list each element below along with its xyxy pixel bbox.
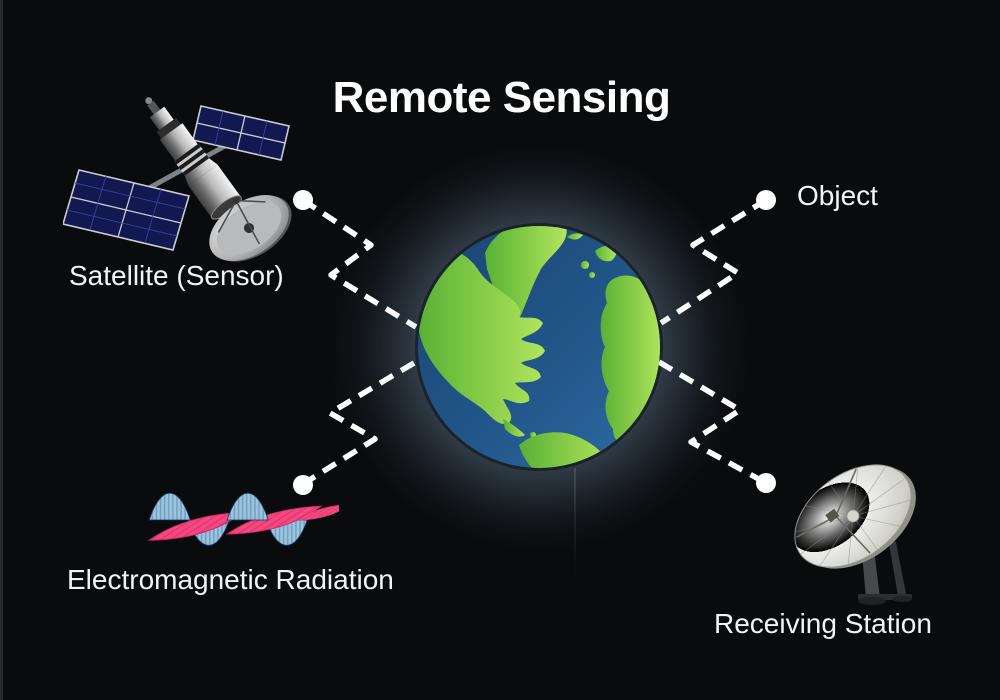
earth-globe-graphic: [418, 226, 660, 468]
receiving-station-label: Receiving Station: [714, 608, 932, 639]
dish-reflector: [794, 464, 916, 569]
satellite-label: Satellite (Sensor): [69, 260, 284, 291]
connector-dot-object: [756, 190, 776, 210]
beam-object-to-earth: [659, 197, 768, 326]
satellite-dish: [209, 195, 292, 262]
beam-satellite-to-earth: [301, 197, 418, 330]
solar-panel-lower: [63, 169, 191, 251]
object-label: Object: [797, 180, 878, 211]
connector-dot-radiation: [293, 475, 313, 495]
receiving-dish-icon: [794, 464, 916, 605]
connector-dot-station: [756, 473, 776, 493]
em-wave-icon: [147, 492, 339, 546]
light-beam: [574, 468, 576, 583]
beam-earth-to-radiation: [301, 360, 416, 487]
connector-dot-satellite: [293, 190, 313, 210]
earth-icon: [415, 223, 663, 471]
electromagnetic-radiation-label: Electromagnetic Radiation: [67, 564, 394, 595]
diagram-title: Remote Sensing: [332, 73, 671, 123]
solar-panel-upper: [192, 105, 290, 161]
beam-earth-to-station: [657, 359, 768, 486]
beam-overlay: [293, 190, 776, 495]
satellite-icon: [63, 97, 292, 262]
